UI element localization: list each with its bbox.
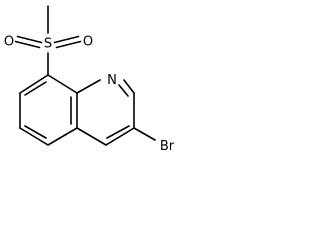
ring-inner-double-c6-c5 bbox=[24, 125, 47, 139]
sulfonyl-oxygen-right-double-bond bbox=[53, 35, 82, 49]
ring-bond-c6-c5 bbox=[19, 127, 49, 146]
oxygen-left-atom-label: O bbox=[4, 35, 14, 50]
ring-bond-c4-c4a bbox=[76, 127, 107, 146]
bromine-bond bbox=[133, 127, 156, 141]
sulfonyl-oxygen-left-double-bond bbox=[14, 35, 43, 49]
oxygen-right-atom-label: O bbox=[83, 35, 93, 50]
ring-inner-double-c3-c4 bbox=[106, 125, 130, 139]
sulfur-atom-label: S bbox=[44, 37, 52, 52]
bromine-atom-label: Br bbox=[160, 139, 175, 154]
nitrogen-atom-label: N bbox=[107, 73, 117, 88]
ring-bond-c5-c4a bbox=[47, 127, 78, 146]
ring-inner-double-n1-c2 bbox=[118, 84, 129, 97]
quinoline-structure-diagram: S O O N Br bbox=[4, 5, 175, 154]
ring-bond-c8a-n1 bbox=[76, 79, 101, 94]
ring-bond-n1-c2 bbox=[123, 79, 135, 94]
ring-bond-c8-c7 bbox=[19, 74, 49, 94]
ring-bond-c8a-c8 bbox=[47, 74, 78, 94]
ring-inner-double-c8-c7 bbox=[24, 81, 47, 96]
ring-bond-c3-c4 bbox=[105, 127, 135, 146]
